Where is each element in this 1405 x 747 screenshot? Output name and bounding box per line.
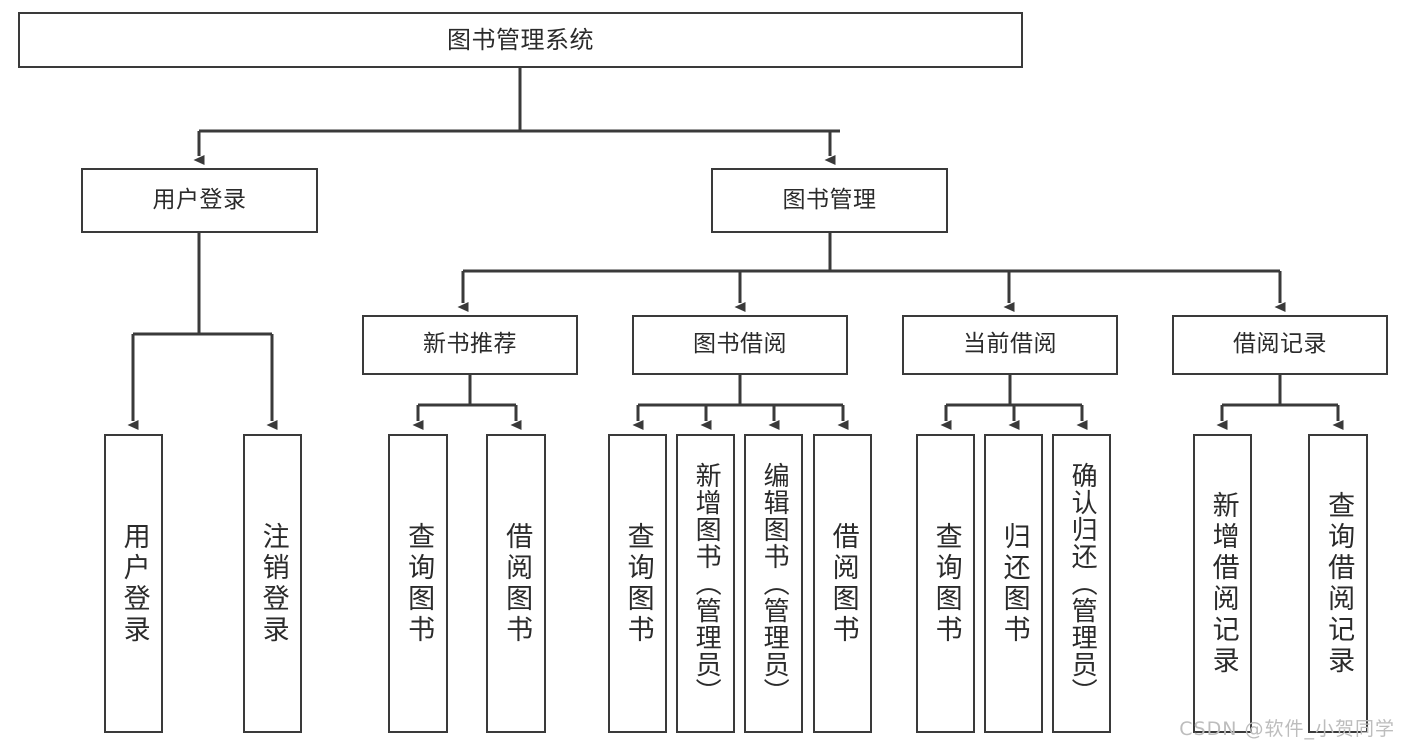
node-book-management[interactable]: 图书管理 xyxy=(711,168,948,233)
node-user-login[interactable]: 用户登录 xyxy=(81,168,318,233)
node-borrow-record[interactable]: 借阅记录 xyxy=(1172,315,1388,375)
node-root-system[interactable]: 图书管理系统 xyxy=(18,12,1023,68)
watermark-text: CSDN @软件_小贺同学 xyxy=(1179,718,1395,740)
node-label: 新增图书（管理员） xyxy=(691,462,722,705)
leaf-current-query-book[interactable]: 查询图书 xyxy=(916,434,975,733)
node-label: 查询图书 xyxy=(622,521,654,646)
leaf-current-confirm-return-admin[interactable]: 确认归还（管理员） xyxy=(1052,434,1111,733)
node-label: 借阅记录 xyxy=(1233,331,1327,358)
leaf-borrow-borrow-book[interactable]: 借阅图书 xyxy=(813,434,872,733)
node-label: 图书管理系统 xyxy=(447,25,594,54)
node-new-book-recommend[interactable]: 新书推荐 xyxy=(362,315,578,375)
node-label: 编辑图书（管理员） xyxy=(759,462,790,705)
leaf-borrow-add-book-admin[interactable]: 新增图书（管理员） xyxy=(676,434,735,733)
node-label: 新增借阅记录 xyxy=(1207,490,1239,677)
leaf-borrow-edit-book-admin[interactable]: 编辑图书（管理员） xyxy=(744,434,803,733)
node-label: 归还图书 xyxy=(998,521,1030,646)
leaf-borrow-query-book[interactable]: 查询图书 xyxy=(608,434,667,733)
leaf-current-return-book[interactable]: 归还图书 xyxy=(984,434,1043,733)
node-label: 图书借阅 xyxy=(693,331,787,358)
node-label: 确认归还（管理员） xyxy=(1067,462,1098,705)
leaf-record-add-record[interactable]: 新增借阅记录 xyxy=(1193,434,1252,733)
node-label: 借阅图书 xyxy=(501,521,533,646)
node-label: 查询图书 xyxy=(930,521,962,646)
node-label: 查询图书 xyxy=(403,521,435,646)
node-label: 图书管理 xyxy=(782,186,877,213)
leaf-new-book-query[interactable]: 查询图书 xyxy=(388,434,448,733)
leaf-user-login-login[interactable]: 用户登录 xyxy=(104,434,163,733)
leaf-user-login-logout[interactable]: 注销登录 xyxy=(243,434,302,733)
node-label: 查询借阅记录 xyxy=(1323,490,1355,677)
leaf-record-query-record[interactable]: 查询借阅记录 xyxy=(1308,434,1368,733)
leaf-new-book-borrow[interactable]: 借阅图书 xyxy=(486,434,546,733)
node-label: 借阅图书 xyxy=(827,521,859,646)
node-label: 用户登录 xyxy=(118,521,150,646)
node-label: 当前借阅 xyxy=(963,331,1057,358)
node-current-borrow[interactable]: 当前借阅 xyxy=(902,315,1118,375)
node-label: 用户登录 xyxy=(152,186,247,213)
node-label: 新书推荐 xyxy=(423,331,517,358)
node-label: 注销登录 xyxy=(257,521,289,646)
node-book-borrow[interactable]: 图书借阅 xyxy=(632,315,848,375)
